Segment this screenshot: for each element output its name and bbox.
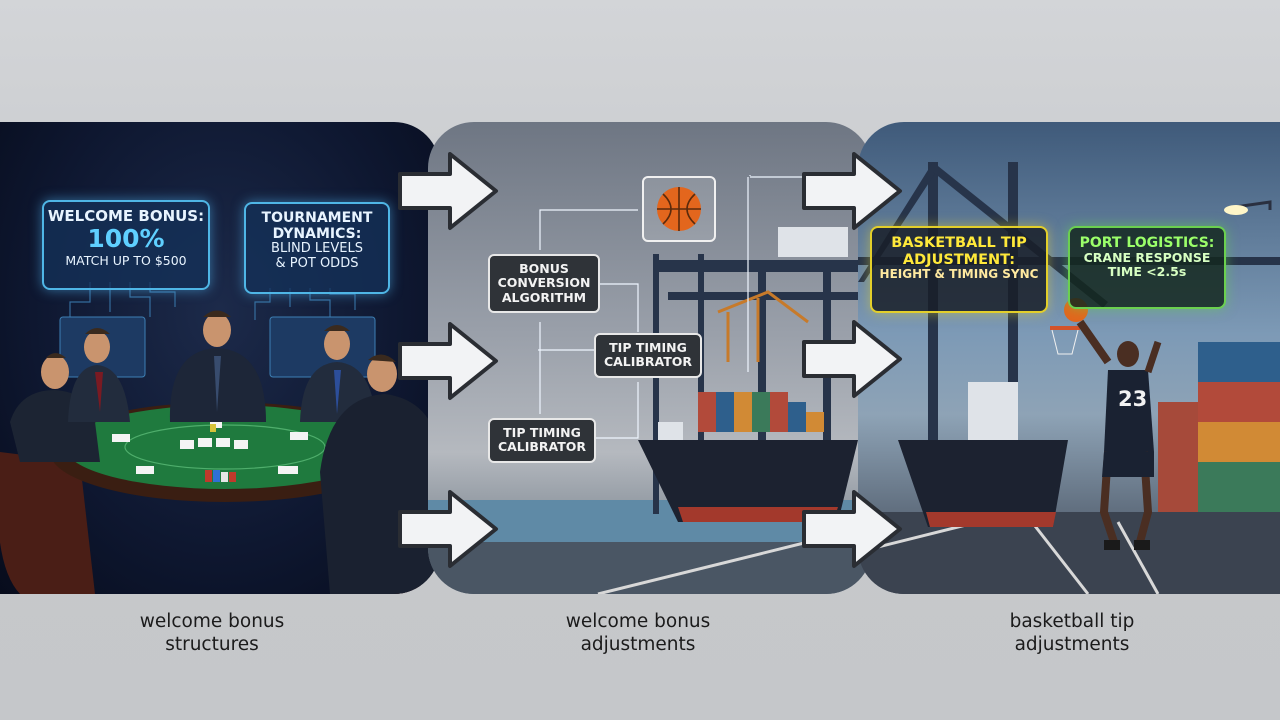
right-arrow-icon — [398, 490, 498, 568]
tip-timing-line1: TIP TIMING — [609, 340, 687, 355]
basketball-tip-adjustment-panel: BASKETBALL TIP ADJUSTMENT: HEIGHT & TIMI… — [870, 226, 1048, 313]
port-logistics-line1: PORT LOGISTICS: — [1079, 235, 1215, 251]
port-logistics-panel: PORT LOGISTICS: CRANE RESPONSE TIME <2.5… — [1068, 226, 1226, 309]
right-arrow-icon — [802, 320, 902, 398]
poker-table-illustration — [0, 282, 440, 594]
basketball-port-illustration — [858, 162, 1280, 594]
basketball-tip-line1: BASKETBALL TIP — [891, 235, 1027, 251]
ship-icon — [898, 382, 1068, 527]
welcome-bonus-line3: MATCH UP TO $500 — [65, 253, 187, 268]
player-center — [169, 310, 266, 422]
bonus-conversion-algorithm-box: BONUS CONVERSION ALGORITHM — [488, 254, 600, 314]
port-illustration — [428, 175, 872, 594]
right-arrow-icon — [398, 322, 498, 400]
bonus-conversion-line2: CONVERSION — [497, 275, 591, 291]
right-arrow-icon — [802, 490, 902, 568]
port-logistics-line2: CRANE RESPONSE — [1083, 250, 1211, 266]
caption-line2: structures — [165, 634, 259, 656]
basketball-port-panel: 23 BASKETBALL TIP ADJUSTMENT: HEIGHT & T… — [858, 122, 1280, 594]
basketball-tip-line2: ADJUSTMENT: — [902, 251, 1016, 268]
bonus-conversion-line3: ALGORITHM — [501, 289, 587, 305]
road-line — [597, 540, 809, 594]
flow-connectors — [538, 175, 828, 439]
basketball-icon-box — [642, 176, 716, 242]
lamp — [1224, 205, 1248, 215]
poker-scene-panel: WELCOME BONUS: 100% MATCH UP TO $500 TOU… — [0, 122, 440, 594]
caption-welcome-bonus-adjustments: welcome bonus adjustments — [508, 610, 768, 656]
tournament-line2: DYNAMICS: — [272, 226, 362, 243]
road — [428, 542, 872, 594]
caption-line1: basketball tip — [1009, 611, 1135, 632]
caption-line2: adjustments — [1014, 634, 1130, 656]
right-arrow-icon — [398, 152, 498, 230]
hoop — [1050, 326, 1080, 330]
tip-timing-line2: CALIBRATOR — [497, 439, 587, 455]
jersey-number: 23 — [1118, 387, 1148, 411]
tournament-line3: BLIND LEVELS — [271, 241, 363, 257]
port-flowchart-panel: BONUS CONVERSION ALGORITHM TIP TIMING CA… — [428, 122, 872, 594]
caption-basketball-tip-adjustments: basketball tip adjustments — [942, 610, 1202, 656]
tournament-dynamics-panel: TOURNAMENT DYNAMICS: BLIND LEVELS & POT … — [244, 202, 390, 294]
basketball-icon — [657, 187, 701, 231]
container-stack — [698, 392, 824, 432]
caption-line2: adjustments — [580, 634, 696, 656]
container-stack — [1158, 342, 1280, 512]
welcome-bonus-percent: 100% — [87, 224, 165, 254]
tip-timing-calibrator-box-left: TIP TIMING CALIBRATOR — [488, 418, 596, 463]
caption-line1: welcome bonus — [565, 611, 711, 632]
bonus-conversion-line1: BONUS — [519, 261, 569, 276]
chair-left — [0, 452, 95, 594]
tournament-line4: & POT ODDS — [275, 256, 359, 272]
tip-timing-line2: CALIBRATOR — [603, 354, 693, 370]
welcome-bonus-panel: WELCOME BONUS: 100% MATCH UP TO $500 — [42, 200, 210, 290]
caption-line1: welcome bonus — [139, 611, 285, 632]
welcome-bonus-line1: WELCOME BONUS: — [47, 207, 205, 225]
hoop-net — [1051, 329, 1079, 355]
right-arrow-icon — [802, 152, 902, 230]
tournament-line1: TOURNAMENT — [261, 210, 373, 226]
ship-icon — [638, 422, 858, 522]
port-logistics-line3: TIME <2.5s — [1107, 264, 1187, 280]
tip-timing-line1: TIP TIMING — [503, 425, 581, 440]
caption-welcome-bonus-structures: welcome bonus structures — [82, 610, 342, 656]
player-left — [68, 328, 130, 422]
poker-chip-icon — [205, 424, 236, 482]
road — [858, 512, 1280, 594]
orange-crane — [717, 290, 809, 362]
tip-timing-calibrator-box-right: TIP TIMING CALIBRATOR — [594, 333, 702, 378]
basketball-tip-line3: HEIGHT & TIMING SYNC — [879, 267, 1039, 282]
table-line — [124, 424, 326, 470]
